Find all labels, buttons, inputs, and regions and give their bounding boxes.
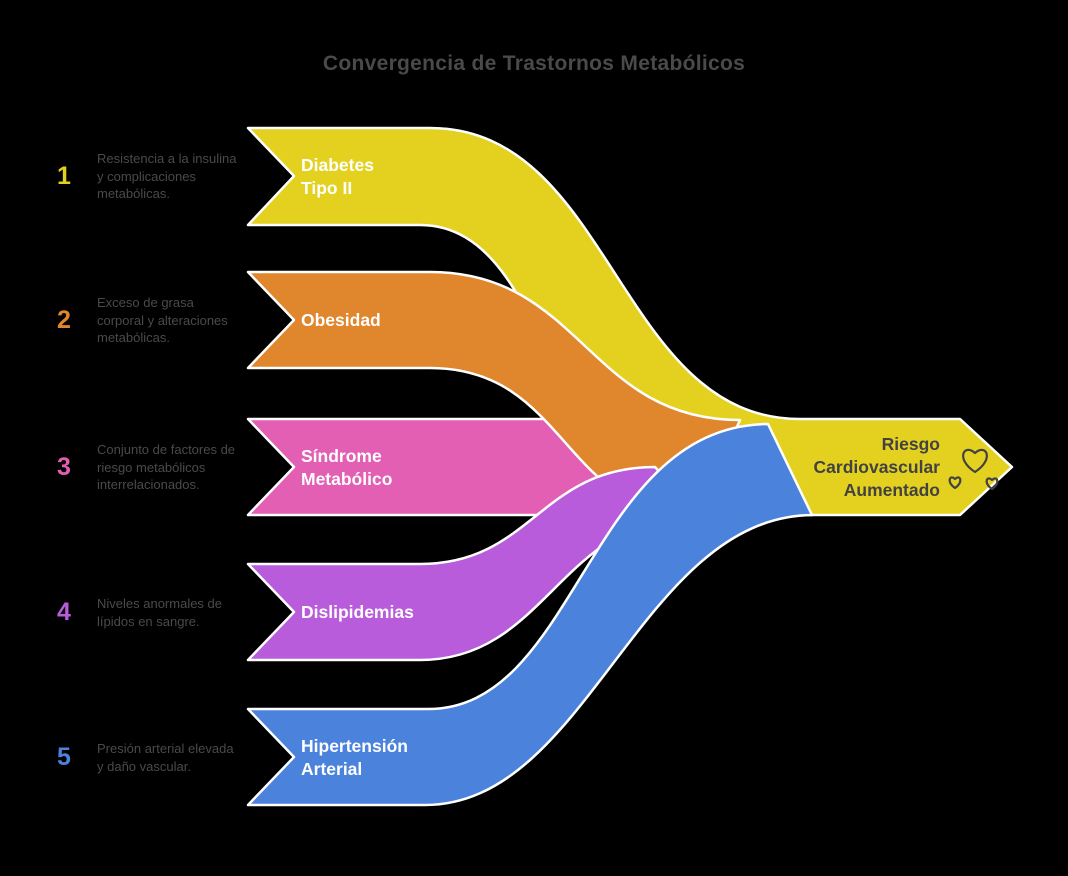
step-description-1: Resistencia a la insulina y complicacion…	[97, 128, 243, 225]
ribbon-diabetes-and-outcome-arrow	[246, 126, 1014, 517]
heart-large	[962, 448, 988, 474]
hearts-cloud-icon	[948, 448, 999, 491]
band-label-obesidad: Obesidad	[301, 310, 381, 331]
step-description-2-text: Exceso de grasa corporal y alteraciones …	[97, 294, 228, 346]
heart-small-right	[985, 477, 999, 491]
step-number-2: 2	[57, 306, 71, 334]
step-description-3-text: Conjunto de factores de riesgo metabólic…	[97, 441, 236, 493]
step-description-3: Conjunto de factores de riesgo metabólic…	[97, 419, 243, 516]
step-description-4: Niveles anormales de lípidos en sangre.	[97, 564, 243, 661]
outcome-label: Riesgo Cardiovascular Aumentado	[813, 434, 940, 500]
step-description-5: Presión arterial elevada y daño vascular…	[97, 709, 243, 806]
step-number-4: 4	[57, 598, 71, 626]
band-label-sindrome-metabolico: Síndrome Metabólico	[301, 446, 393, 489]
heart-small-left	[948, 476, 962, 490]
step-description-1-text: Resistencia a la insulina y complicacion…	[97, 150, 237, 202]
band-label-diabetes: Diabetes Tipo II	[301, 155, 374, 198]
step-description-5-text: Presión arterial elevada y daño vascular…	[97, 740, 234, 774]
band-label-dislipidemias: Dislipidemias	[301, 602, 414, 623]
step-number-3: 3	[57, 453, 71, 481]
step-number-5: 5	[57, 743, 71, 771]
step-number-1: 1	[57, 162, 71, 190]
step-description-2: Exceso de grasa corporal y alteraciones …	[97, 272, 243, 369]
ribbon-hipertension-arterial	[246, 422, 814, 807]
band-label-hipertension: Hipertensión Arterial	[301, 736, 408, 779]
step-description-4-text: Niveles anormales de lípidos en sangre.	[97, 595, 223, 629]
page-title: Convergencia de Trastornos Metabólicos	[322, 52, 746, 75]
